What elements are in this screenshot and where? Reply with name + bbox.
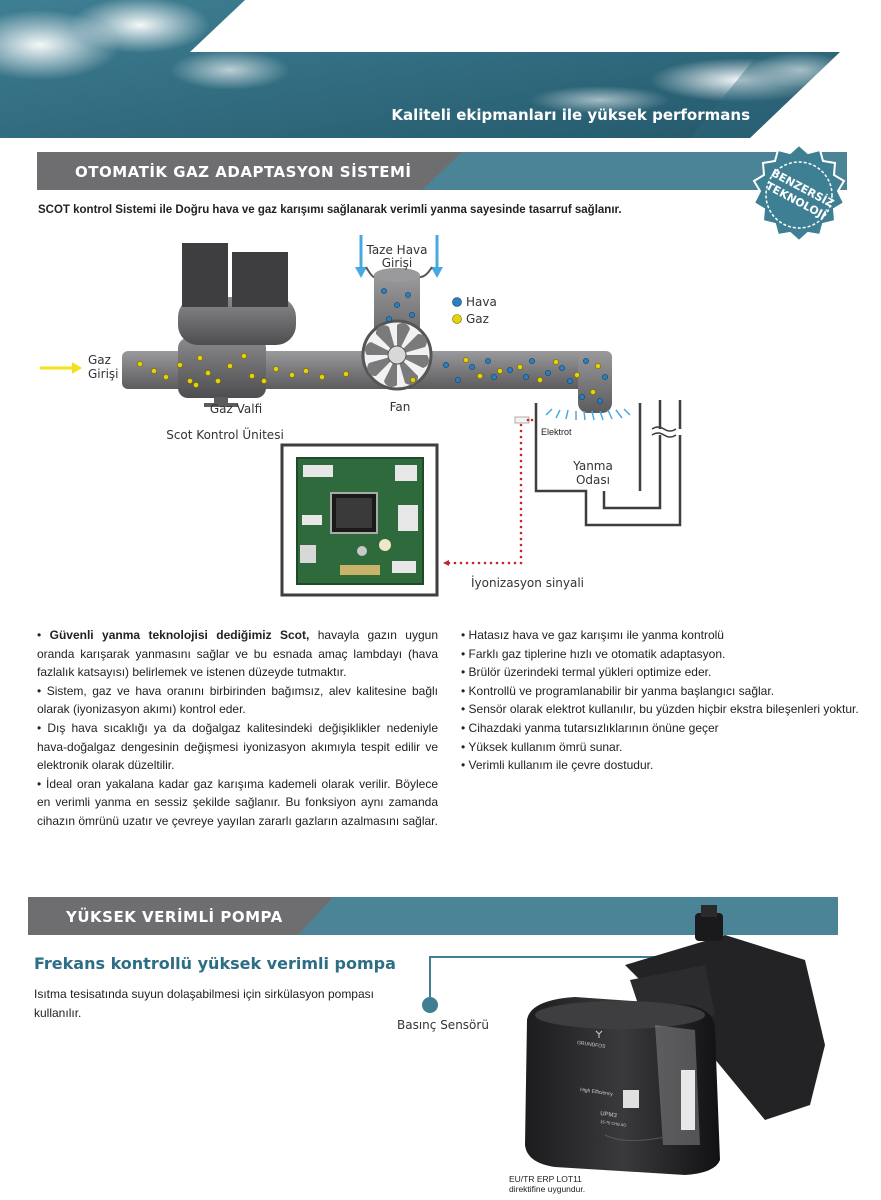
label-iyonizasyon: İyonizasyon sinyali: [471, 575, 584, 590]
fan: [361, 319, 433, 391]
label-gaz-girisi-2: Girişi: [88, 367, 119, 381]
legend-hava: Hava: [466, 295, 497, 309]
combustion-chamber: [534, 400, 688, 527]
pump-efficiency: High Efficiency: [580, 1087, 614, 1098]
legend-gaz: Gaz: [466, 312, 489, 326]
pump-image: GRUNDFOS High Efficiency UPM3 15-75 CHB …: [525, 905, 825, 1175]
list-item: • Brülör üzerindeki termal yükleri optim…: [461, 665, 712, 680]
left-text-column: • Güvenli yanma teknolojisi dediğimiz Sc…: [37, 626, 438, 831]
list-item: • Sensör olarak elektrot kullanılır, bu …: [461, 702, 859, 717]
eu-line-2: direktifine uygundur.: [509, 1184, 586, 1194]
list-item: • Farklı gaz tiplerine hızlı ve otomatik…: [461, 646, 726, 661]
gas-valve: [178, 243, 296, 407]
pressure-sensor-label: Basınç Sensörü: [397, 1018, 489, 1032]
list-item: • Verimli kullanım ile çevre dostudur.: [461, 758, 654, 773]
eu-compliance-note: EU/TR ERP LOT11 direktifine uygundur.: [509, 1174, 585, 1194]
paragraph-2: • Sistem, gaz ve hava oranını birbirinde…: [37, 683, 438, 717]
section1-title: OTOMATİK GAZ ADAPTASYON SİSTEMİ: [75, 163, 412, 181]
benzersiz-badge: BENZERSİZ TEKNOLOJİ: [752, 143, 846, 243]
feature-list: • Hatasız hava ve gaz karışımı ile yanma…: [461, 626, 866, 775]
eu-line-1: EU/TR ERP LOT11: [509, 1174, 582, 1184]
legend: [452, 297, 462, 324]
pump-model: UPM3: [600, 1111, 618, 1119]
pump-description: Isıtma tesisatında suyun dolaşabilmesi i…: [34, 987, 374, 1020]
header-tagline: Kaliteli ekipmanları ile yüksek performa…: [391, 106, 750, 124]
label-gaz-girisi: Gaz: [88, 353, 111, 367]
label-scot: Scot Kontrol Ünitesi: [166, 426, 284, 442]
ionization-signal-line: [447, 418, 534, 565]
list-item: • Kontrollü ve programlanabilir bir yanm…: [461, 683, 775, 698]
label-taze-hava: Taze Hava: [365, 243, 427, 257]
paragraph-1-rest: havayla gazın uygun oranda karışarak yan…: [37, 628, 438, 680]
paragraph-1: • Güvenli yanma teknolojisi dediğimiz Sc…: [37, 628, 438, 680]
control-board: [280, 443, 439, 597]
air-particles: [381, 288, 608, 404]
list-item: • Cihazdaki yanma tutarsızlıklarının önü…: [461, 720, 719, 735]
label-gaz-valfi: Gaz Valfi: [210, 402, 262, 416]
header-banner: [0, 0, 850, 138]
section2-title: YÜKSEK VERİMLİ POMPA: [66, 908, 283, 926]
paragraph-4: • İdeal oran yakalana kadar gaz karışıma…: [37, 776, 438, 828]
list-item: • Yüksek kullanım ömrü sunar.: [461, 739, 623, 754]
gas-input-arrow: [40, 362, 82, 374]
label-elektrot: Elektrot: [541, 427, 572, 437]
label-yanma: Yanma: [572, 459, 613, 473]
paragraph-3: • Dış hava sıcaklığı ya da doğalgaz kali…: [37, 720, 438, 773]
section1-intro: SCOT kontrol Sistemi ile Doğru hava ve g…: [38, 204, 622, 216]
list-item: • Hatasız hava ve gaz karışımı ile yanma…: [461, 628, 724, 642]
fresh-air-arrows: [355, 235, 443, 278]
gas-adaptation-diagram: Taze Hava Girişi Hava Gaz Gaz Girişi Gaz…: [40, 235, 688, 597]
section2-bar: [28, 897, 838, 935]
label-odasi: Odası: [576, 473, 610, 487]
pump-brand: GRUNDFOS: [577, 1040, 607, 1050]
burner-flame: [545, 408, 631, 421]
label-taze-hava-2: Girişi: [382, 256, 413, 270]
section1-bar: [37, 152, 847, 190]
label-fan: Fan: [390, 400, 411, 414]
gas-particles: [137, 353, 601, 395]
grundfos-logo-icon: [595, 1030, 603, 1038]
pump-model-sub: 15-75 CHB AO: [600, 1119, 627, 1128]
paragraph-1-bold: Güvenli yanma teknolojisi dediğimiz Scot…: [49, 628, 310, 642]
pump-subtitle: Frekans kontrollü yüksek verimli pompa: [34, 954, 396, 973]
